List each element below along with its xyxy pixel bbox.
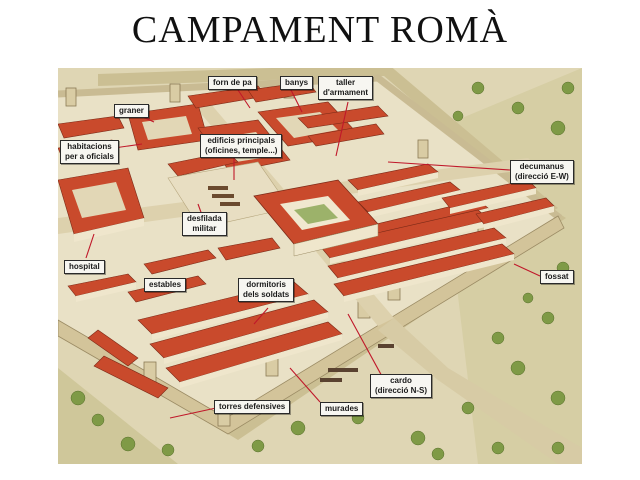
tower xyxy=(65,87,77,107)
leader-taller xyxy=(335,101,349,157)
label-edificis-text-2: (oficines, temple...) xyxy=(205,146,278,155)
label-cardo: cardo(direcció N-S) xyxy=(370,374,433,398)
principia xyxy=(253,179,379,257)
leader-dormitoris xyxy=(253,307,269,325)
label-banys-text: banys xyxy=(285,78,309,87)
label-torres-defensives: torres defensives xyxy=(214,400,291,414)
label-murades: murades xyxy=(320,402,364,416)
tower xyxy=(169,83,181,103)
label-estables-text: estables xyxy=(149,280,182,289)
terrain-shade xyxy=(58,368,178,464)
hospital-building xyxy=(58,167,145,242)
leader-decumanus xyxy=(387,161,511,171)
label-graner-text: graner xyxy=(119,106,144,115)
label-edificis-text-1: edificis principals xyxy=(207,136,276,145)
label-desfilada-text-1: desfilada xyxy=(187,214,222,223)
leader-lines xyxy=(85,87,541,419)
label-cardo-text-1: cardo xyxy=(390,376,412,385)
soldiers xyxy=(208,186,240,206)
leader-cardo xyxy=(347,313,385,381)
label-decumanus-text-2: (direcció E-W) xyxy=(515,172,569,181)
label-graner: graner xyxy=(114,104,149,118)
leader-hospital xyxy=(85,233,95,259)
label-estables: estables xyxy=(144,278,187,292)
label-dormitoris-text-1: dormitoris xyxy=(246,280,286,289)
label-dormitoris-text-2: dels soldats xyxy=(243,290,290,299)
label-torres-text: torres defensives xyxy=(219,402,286,411)
label-taller-text-1: taller xyxy=(335,78,356,87)
label-fossat-text: fossat xyxy=(545,272,569,281)
label-cardo-text-2: (direcció N-S) xyxy=(375,386,428,395)
leader-murades xyxy=(289,367,321,403)
page-title: CAMPAMENT ROMÀ xyxy=(131,9,509,51)
leader-forn xyxy=(237,89,251,109)
troops-cardo xyxy=(320,344,394,382)
label-desfilada-text-2: militar xyxy=(192,224,217,233)
leader-fossat xyxy=(513,263,541,277)
road-out xyxy=(378,318,582,464)
leader-banys xyxy=(289,87,303,113)
moat-north xyxy=(98,68,558,214)
label-banys: banys xyxy=(280,76,314,90)
barracks xyxy=(67,163,555,399)
tower xyxy=(417,139,429,159)
label-decumanus-text-1: decumanus xyxy=(519,162,565,171)
label-forn-text: forn de pa xyxy=(213,78,252,87)
label-hospital: hospital xyxy=(64,260,105,274)
label-taller-text-2: d'armament xyxy=(323,88,369,97)
label-edificis-principals: edificis principals(oficines, temple...) xyxy=(200,134,283,158)
label-decumanus: decumanus(direcció E-W) xyxy=(510,160,574,184)
label-habitacions-text-1: habitacions xyxy=(67,142,112,151)
label-fossat: fossat xyxy=(540,270,574,284)
label-forn-de-pa: forn de pa xyxy=(208,76,257,90)
label-murades-text: murades xyxy=(325,404,359,413)
trees xyxy=(70,81,575,461)
label-habitacions-text-2: per a oficials xyxy=(65,152,114,161)
label-hospital-text: hospital xyxy=(69,262,100,271)
leader-torres xyxy=(169,407,217,419)
